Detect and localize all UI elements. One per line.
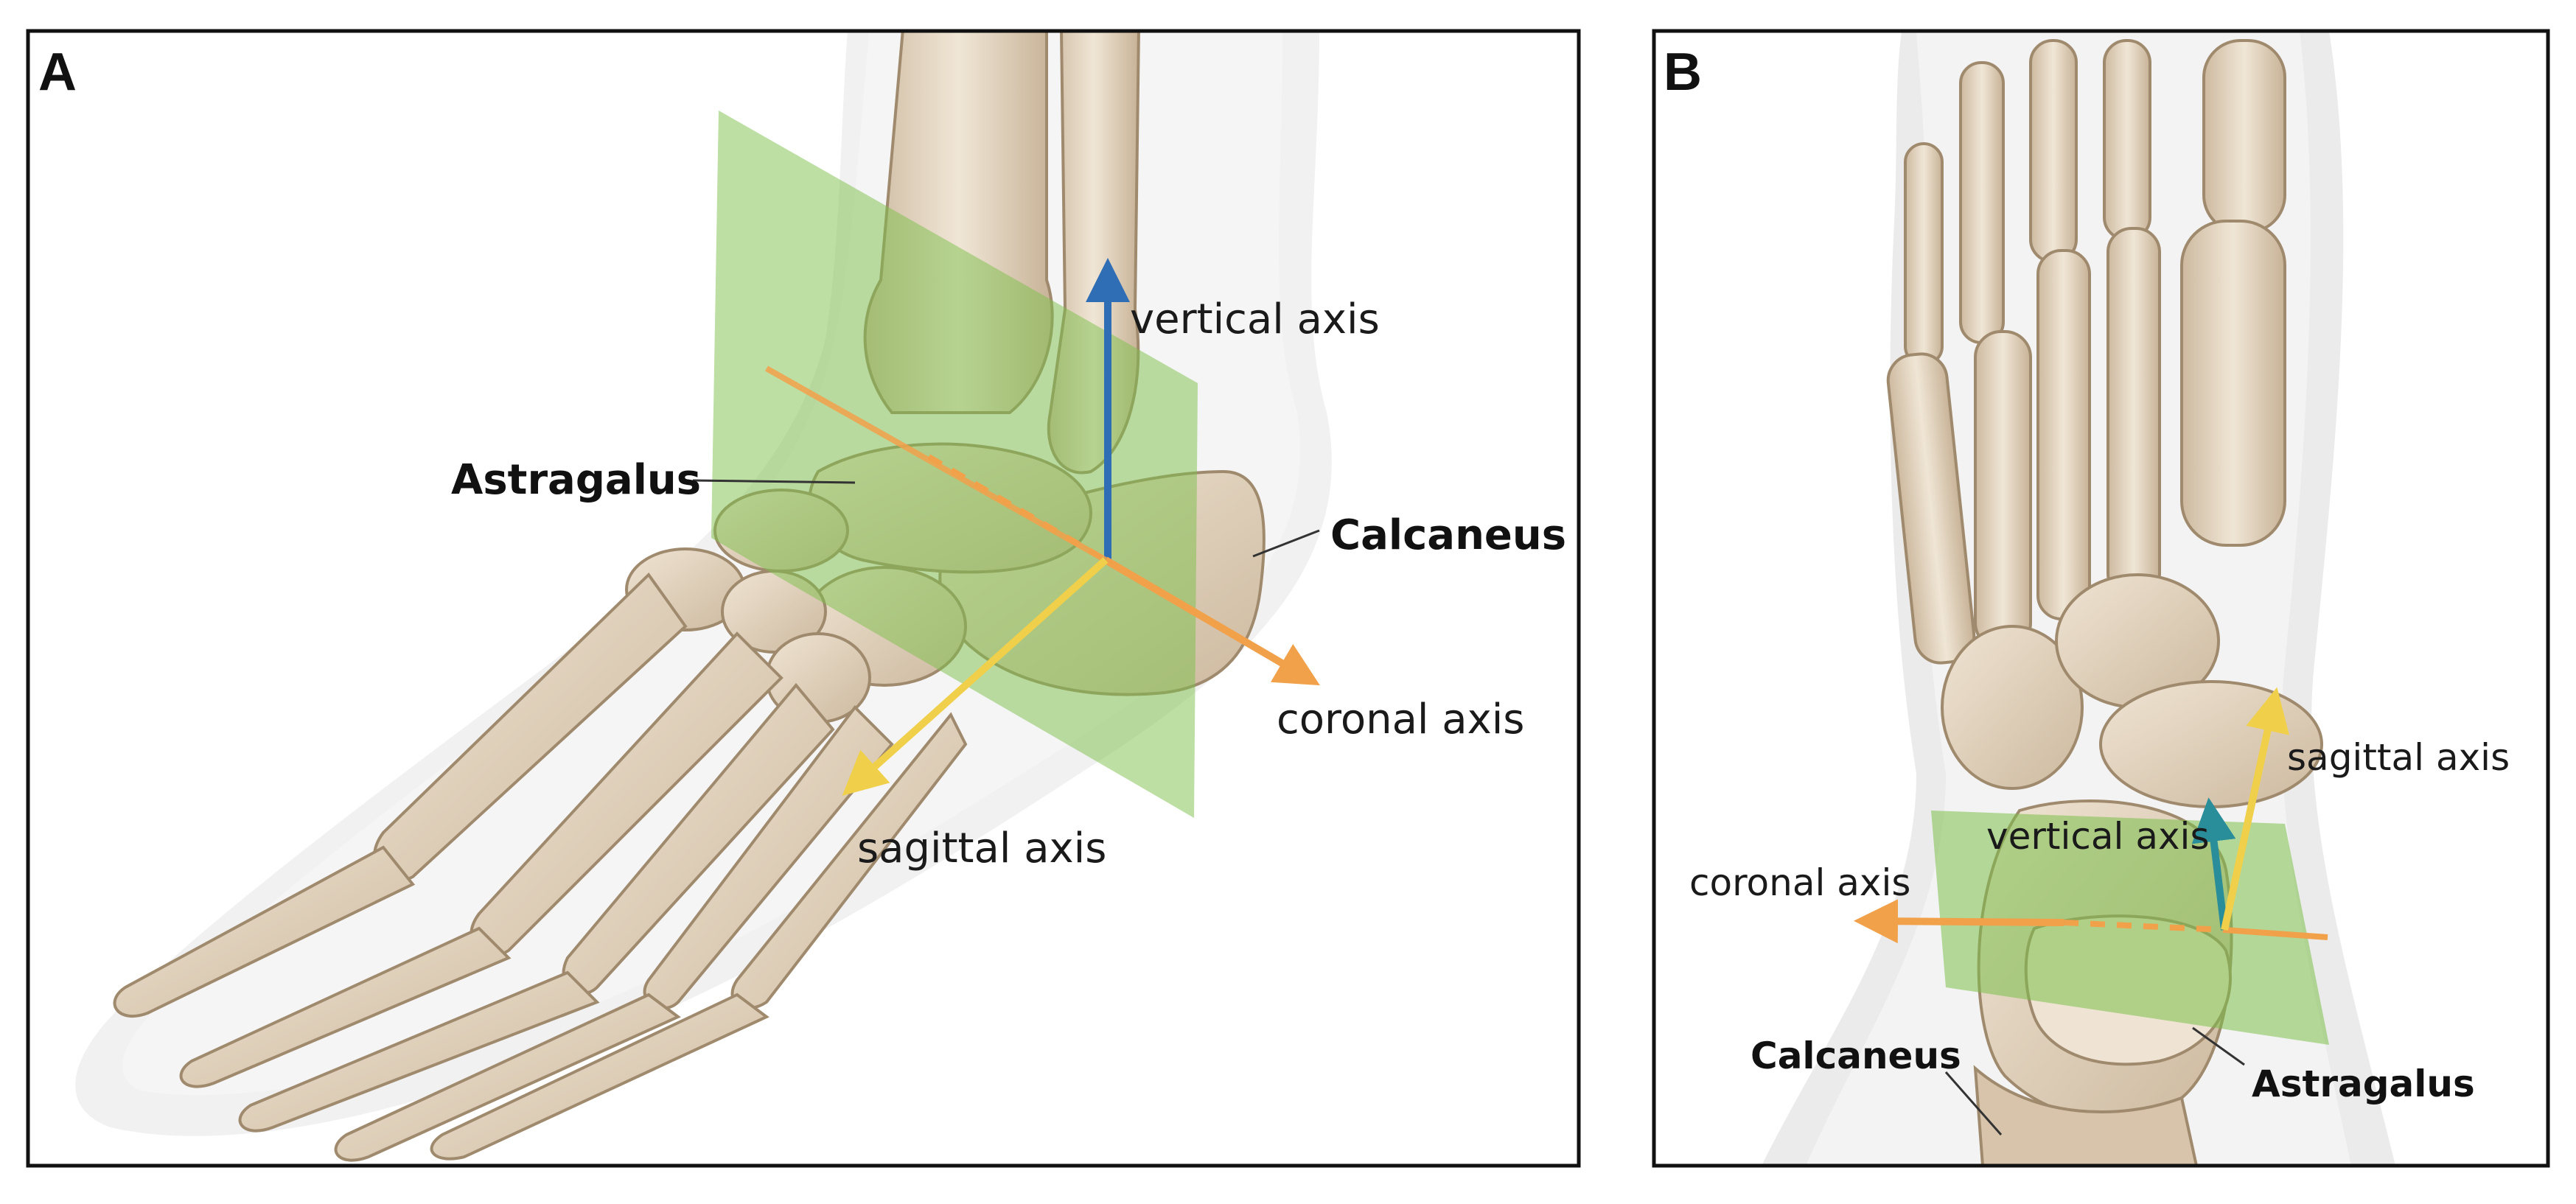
phalanx-1-a [113, 845, 416, 1018]
panel-a-illustration: vertical axis Astragalus Calcaneus coron… [75, 31, 1566, 1162]
calcaneus-leader-a [1252, 529, 1320, 558]
phalanx-4-a [334, 993, 681, 1162]
panel-a-letter: A [38, 43, 77, 102]
label-coronal-axis-b: coronal axis [1689, 861, 1910, 904]
toe-1-b [2202, 39, 2286, 234]
label-calcaneus-b: Calcaneus [1751, 1035, 1961, 1077]
plane-a [711, 111, 1198, 818]
coronal-axis-arrow-a [1103, 556, 1320, 686]
vertical-axis-arrow-b [2191, 797, 2236, 931]
sagittal-axis-arrow-b [2221, 687, 2289, 931]
toe-2-b [2103, 39, 2151, 241]
toe-5-b [1904, 142, 1944, 366]
sagittal-axis-arrow-a [842, 557, 1109, 797]
metatarsal-1-b [2180, 220, 2286, 547]
panel-b: sagittal axis vertical axis coronal axis… [1652, 29, 2550, 1168]
metatarsal-5-b [1886, 352, 1976, 665]
panel-a: vertical axis Astragalus Calcaneus coron… [26, 29, 1581, 1168]
metatarsal-2-b [2106, 227, 2161, 598]
tibia-base-b [1973, 1065, 2199, 1166]
calcaneus-leader-b [1944, 1071, 2003, 1135]
label-vertical-axis-a: vertical axis [1130, 295, 1380, 343]
astragalus-leader-b [2192, 1026, 2245, 1066]
toe-4-b [1959, 61, 2005, 344]
panel-b-illustration: sagittal axis vertical axis coronal axis… [1689, 31, 2510, 1166]
toe-3-b [2029, 39, 2078, 263]
coronal-axis-back-b [2224, 927, 2328, 940]
panel-a-border [26, 29, 1581, 1168]
label-sagittal-axis-b: sagittal axis [2287, 736, 2510, 779]
phalanx-5-a [430, 993, 769, 1161]
label-astragalus-b: Astragalus [2252, 1063, 2475, 1105]
metatarsal-3-b [2036, 249, 2091, 620]
label-sagittal-axis-a: sagittal axis [857, 825, 1106, 872]
label-calcaneus-a: Calcaneus [1330, 511, 1566, 559]
astragalus-leader-a [692, 479, 856, 484]
coronal-axis-arrow-b [1854, 899, 2064, 944]
label-astragalus-a: Astragalus [451, 456, 701, 504]
phalanx-2-a [179, 926, 512, 1088]
panel-b-letter: B [1664, 43, 1702, 102]
coronal-axis-hidden-b [2063, 920, 2225, 933]
metatarsal-4-b [1974, 330, 2032, 650]
cuboid-b [1941, 625, 2084, 790]
label-coronal-axis-a: coronal axis [1277, 696, 1524, 743]
phalanx-3-a [238, 970, 600, 1133]
label-vertical-axis-b: vertical axis [1986, 815, 2210, 858]
panel-b-border [1652, 29, 2550, 1168]
coronal-axis-hidden-a [926, 454, 1108, 563]
